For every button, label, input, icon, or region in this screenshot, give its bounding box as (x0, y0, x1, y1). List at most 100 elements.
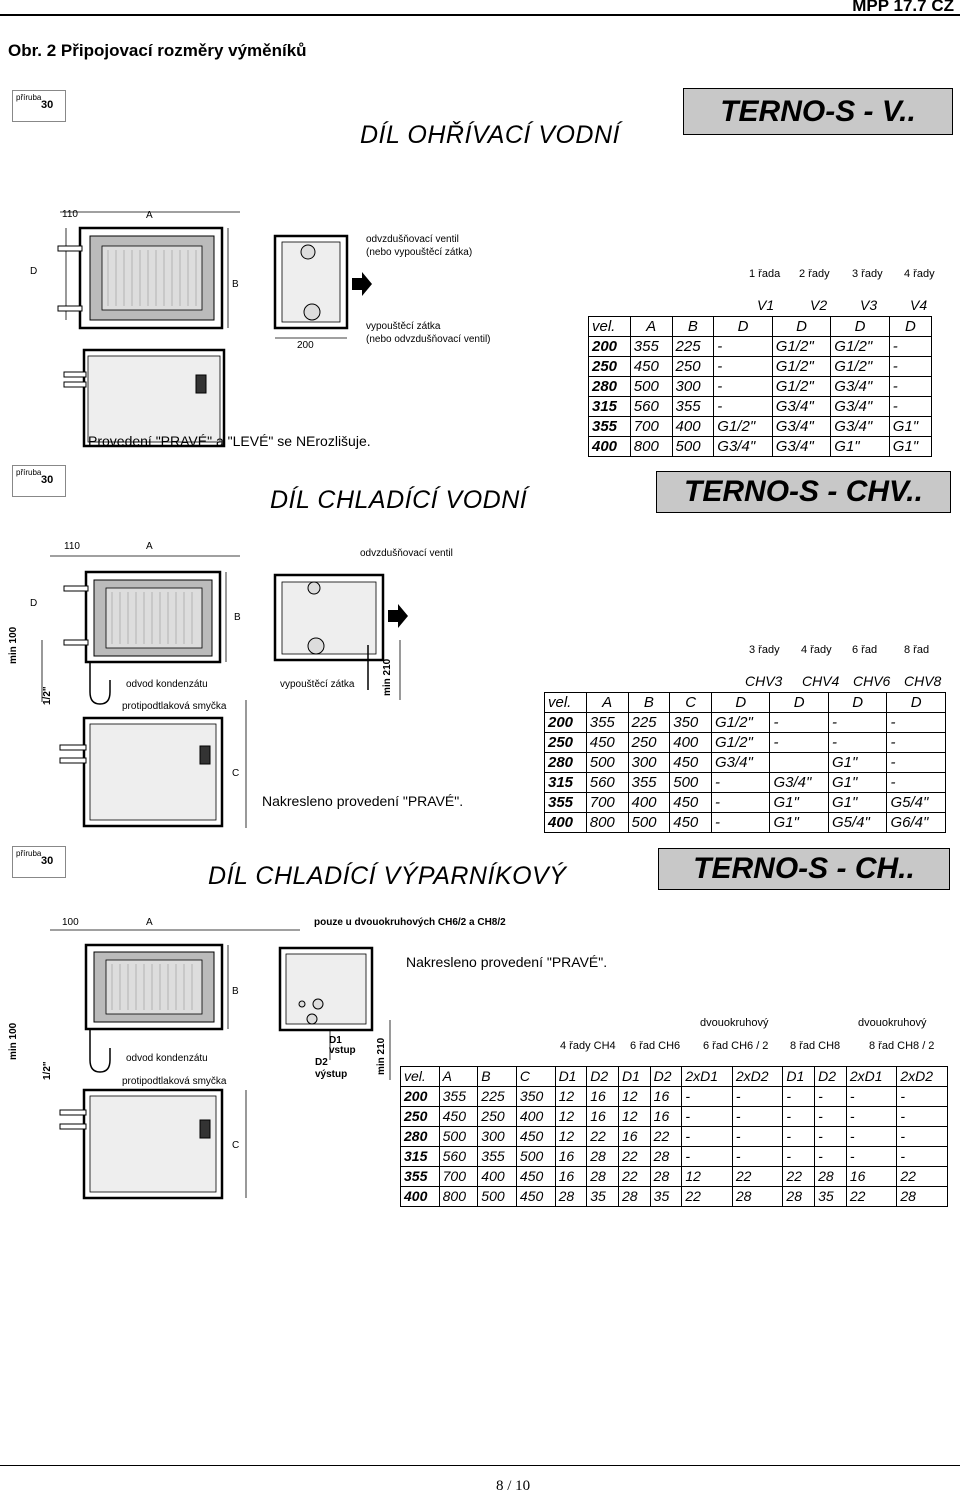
drain-label-chilled: vypouštěcí zátka (280, 679, 355, 690)
flange-label: příruba (16, 468, 42, 477)
t3-cell: - (896, 1146, 948, 1167)
model-box-heating: TERNO-S - V.. (683, 88, 953, 135)
t3-cell: 28 (617, 1186, 651, 1207)
t3-cell: 400 (477, 1166, 517, 1187)
t3-h: D2 (586, 1066, 619, 1087)
t3-cell: 12 (681, 1166, 733, 1187)
t3-cell: - (782, 1086, 816, 1107)
t2-cell: 300 (627, 752, 671, 773)
t2-code-3: CHV6 (853, 673, 891, 689)
t3-cell: 28 (554, 1186, 588, 1207)
table-row: 355 700 400 G1/2" G3/4" G3/4" G1" (588, 416, 933, 437)
dim-200-heating: 200 (297, 340, 314, 351)
t3-cell: 16 (586, 1106, 619, 1127)
t3-cell: 355 (400, 1166, 440, 1187)
dim-a-chilled: A (146, 541, 153, 552)
model-name-heating: TERNO-S - V.. (720, 95, 916, 128)
t1-cell: G1" (888, 436, 933, 457)
t3-cell: 16 (845, 1166, 898, 1187)
condensate-label-chilled: odvod kondenzátu (126, 679, 208, 690)
dim-c-chilled: C (232, 768, 240, 779)
t2-group-4: 8 řad (904, 644, 930, 656)
t1-group-2: 2 řady (799, 268, 830, 280)
t1-cell: 800 (629, 436, 673, 457)
table-row: 280 500 300 450 G3/4" G1" - (544, 752, 946, 773)
document-code: MPP 17.7 CZ (852, 0, 954, 15)
t3-h: D1 (554, 1066, 588, 1087)
note-evaporator: Nakresleno provedení "PRAVÉ". (406, 954, 608, 970)
t3-cell: 22 (731, 1166, 784, 1187)
flange-value: 30 (41, 474, 54, 486)
dim-min100-text: min 100 (8, 1022, 19, 1060)
t3-dual-1: dvouokruhový (700, 1017, 769, 1029)
t3-cell: 560 (438, 1146, 479, 1167)
t1-cell: G3/4" (771, 436, 832, 457)
t1-cell: 560 (629, 396, 673, 417)
model-name-chilled-water: TERNO-S - CHV.. (684, 475, 923, 508)
t3-h: A (438, 1066, 479, 1087)
t3-cell: 28 (649, 1166, 683, 1187)
t3-cell: - (896, 1106, 948, 1127)
siphon-label-evap: protipodtlaková smyčka (122, 1076, 227, 1087)
t3-cell: 315 (400, 1146, 440, 1167)
t1-cell: 355 (629, 336, 673, 357)
t3-cell: 350 (515, 1086, 556, 1107)
t3-cell: 400 (515, 1106, 556, 1127)
note-heating: Provedení "PRAVÉ" a "LEVÉ" se NErozlišuj… (88, 433, 371, 449)
t1-cell: 500 (629, 376, 673, 397)
t3-cell: - (681, 1146, 733, 1167)
t3-cell: 28 (814, 1166, 847, 1187)
dim-a-evap: A (146, 917, 153, 928)
dim-b-chilled: B (234, 612, 241, 623)
t3-h: D2 (814, 1066, 847, 1087)
t1-cell: 700 (629, 416, 673, 437)
flange-label: příruba (16, 93, 42, 102)
table-row: 250 450 250 400 12 16 12 16 - - - - - - (400, 1106, 948, 1127)
t1-code-1: V1 (757, 297, 775, 313)
t3-cell: 450 (515, 1186, 556, 1207)
header-divider (0, 14, 960, 16)
table-row: vel. A B C D1 D2 D1 D2 2xD1 2xD2 D1 D2 2… (400, 1066, 948, 1087)
t3-cell: 500 (438, 1126, 479, 1147)
t3-cell: - (896, 1086, 948, 1107)
table-row: 280 500 300 450 12 22 16 22 - - - - - - (400, 1126, 948, 1147)
t1-cell: G1/2" (830, 356, 890, 377)
t3-cell: 450 (438, 1106, 479, 1127)
t3-cell: 28 (586, 1166, 619, 1187)
t3-cell: - (681, 1126, 733, 1147)
t3-cell: - (782, 1126, 816, 1147)
section-title-evaporator: DÍL CHLADÍCÍ VÝPARNÍKOVÝ (208, 862, 567, 890)
t3-cell: 12 (617, 1086, 651, 1107)
dim-half-text: 1/2" (42, 1061, 53, 1080)
t3-cell: - (814, 1126, 847, 1147)
t1-cell: 500 (671, 436, 715, 457)
t3-cell: 12 (554, 1086, 588, 1107)
table-row: 355 700 400 450 - G1" G1" G5/4" (544, 792, 946, 813)
t3-cell: - (681, 1086, 733, 1107)
t1-cell: G1/2" (713, 416, 773, 437)
only-dual-label: pouze u dvouokruhových CH6/2 a CH8/2 (314, 917, 506, 928)
t3-cell: 500 (515, 1146, 556, 1167)
t2-cell: 225 (627, 712, 671, 733)
dim-b-evap: B (232, 986, 239, 997)
t1-cell: 200 (588, 336, 631, 357)
siphon-label-chilled: protipodtlaková smyčka (122, 701, 227, 712)
t3-h: D1 (782, 1066, 816, 1087)
table-row: 200 355 225 350 12 16 12 16 - - - - - - (400, 1086, 948, 1107)
table-row: vel. A B D D D D (588, 316, 933, 337)
t2-code-2: CHV4 (802, 673, 840, 689)
t3-h: 2xD2 (896, 1066, 948, 1087)
dim-110-chilled: 110 (64, 541, 80, 552)
t2-group-1: 3 řady (749, 644, 780, 656)
t3-cell: - (845, 1126, 898, 1147)
t2-cell: 500 (669, 772, 712, 793)
t1-code-4: V4 (910, 297, 928, 313)
t3-cell: 28 (731, 1186, 784, 1207)
t2-cell: 500 (585, 752, 629, 773)
t3-cell: 280 (400, 1126, 440, 1147)
dim-110-heating: 110 (62, 209, 78, 220)
table-chilled-water: vel. A B C D D D D 200 355 225 350 G1/2"… (544, 692, 946, 833)
t3-cell: 22 (681, 1186, 733, 1207)
t1-cell: 250 (671, 356, 715, 377)
